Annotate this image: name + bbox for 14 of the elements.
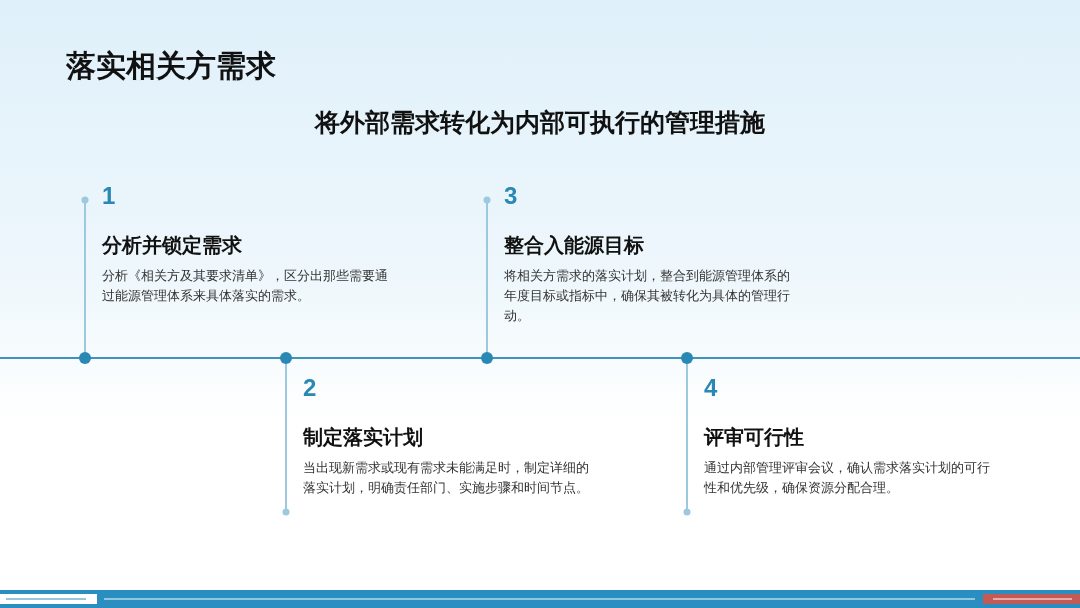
step-description: 当出现新需求或现有需求未能满足时，制定详细的落实计划，明确责任部门、实施步骤和时间节点。	[303, 460, 590, 497]
step-number: 4	[704, 374, 718, 402]
step-heading: 整合入能源目标	[504, 233, 644, 258]
step-number: 2	[303, 374, 317, 402]
step-description: 通过内部管理评审会议，确认需求落实计划的可行性和优先级，确保资源分配合理。	[704, 460, 991, 497]
subtitle: 将外部需求转化为内部可执行的管理措施	[313, 107, 766, 138]
step-heading: 评审可行性	[704, 425, 804, 450]
step-number: 1	[102, 182, 116, 210]
step-number: 3	[504, 182, 518, 210]
step-heading: 分析并锁定需求	[102, 233, 242, 258]
slide-title: 落实相关方需求	[66, 48, 276, 84]
step-heading: 制定落实计划	[303, 425, 423, 450]
step-description: 将相关方需求的落实计划，整合到能源管理体系的年度目标或指标中，确保其被转化为具体的管理行动。	[504, 268, 791, 325]
step-description: 分析《相关方及其要求清单》，区分出那些需要通过能源管理体系来具体落实的需求。	[102, 268, 389, 305]
